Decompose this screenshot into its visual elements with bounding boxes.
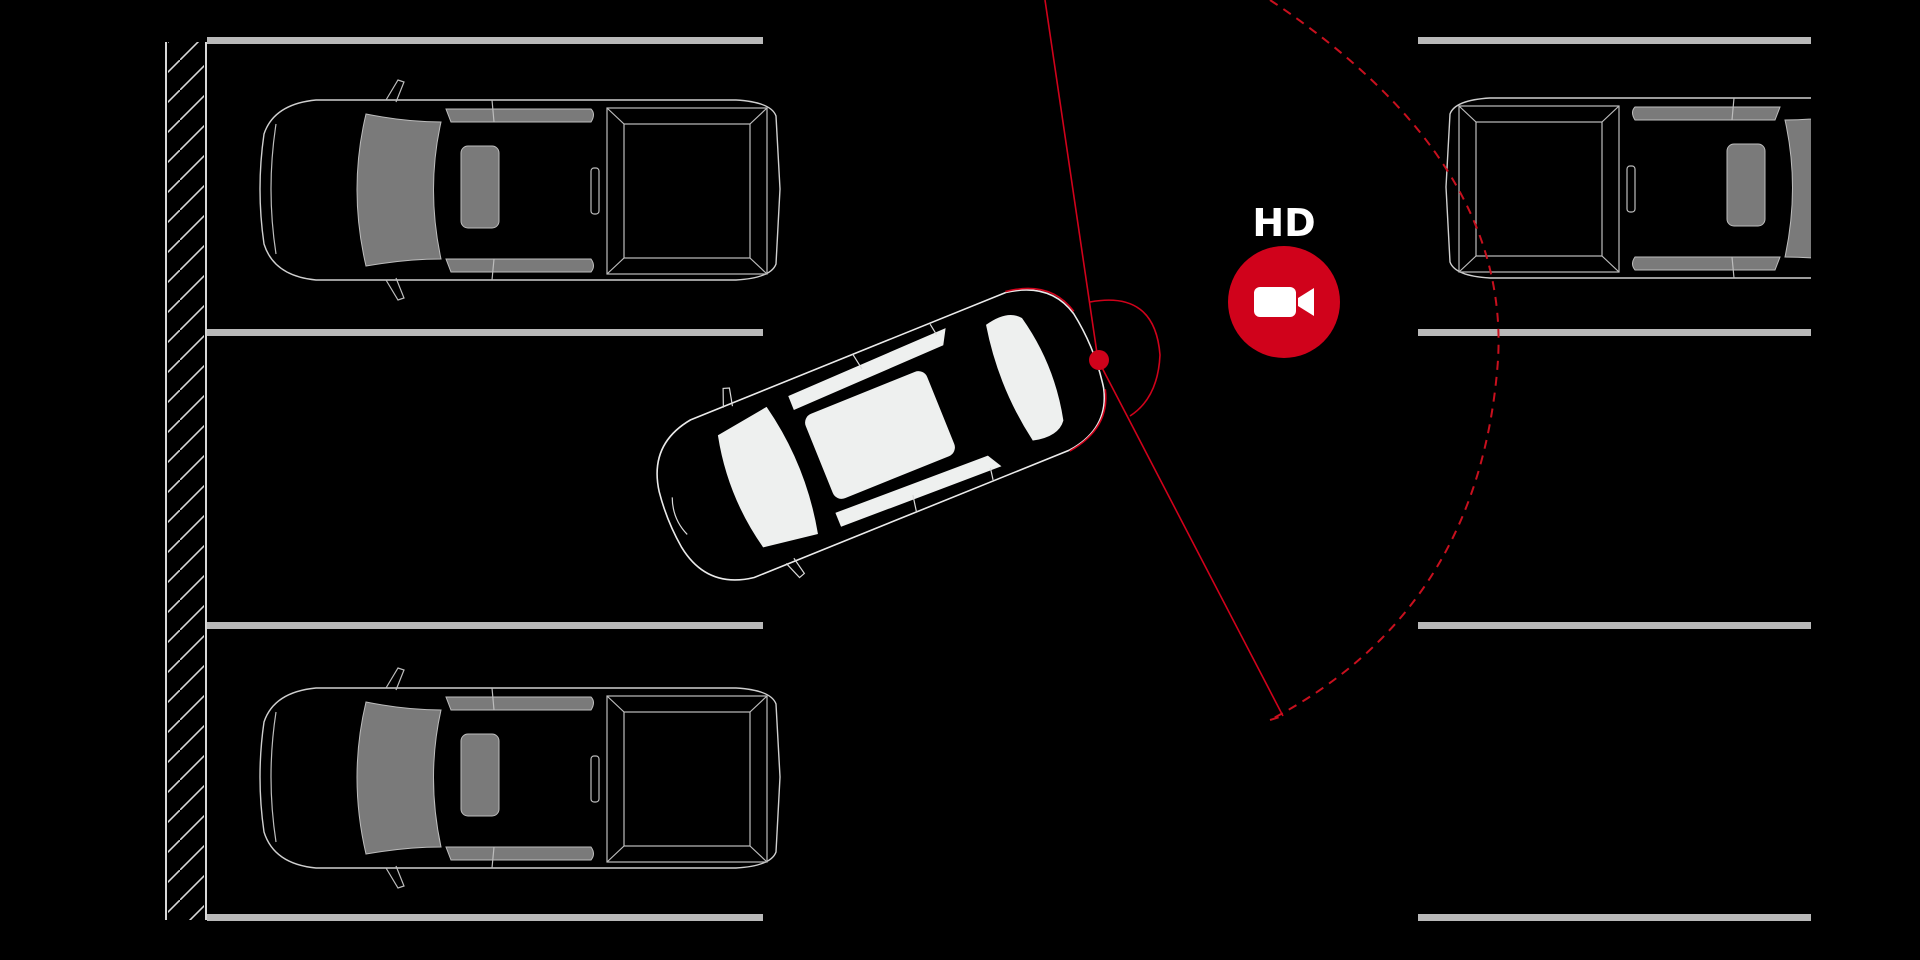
hd-label: HD [1252,201,1315,245]
camera-field-of-view [1044,0,1500,721]
parked-truck-top-left [259,79,781,301]
ego-vehicle [629,254,1131,616]
curb-wall [165,42,207,920]
parked-truck-bottom-left [259,667,781,889]
hd-badge: HD [1228,201,1340,358]
right-stall-lines [1418,37,1811,921]
camera-sensor-icon [1089,350,1109,370]
parked-truck-top-right [1445,84,1811,284]
video-camera-icon [1254,287,1314,317]
left-stall-lines [207,37,763,921]
